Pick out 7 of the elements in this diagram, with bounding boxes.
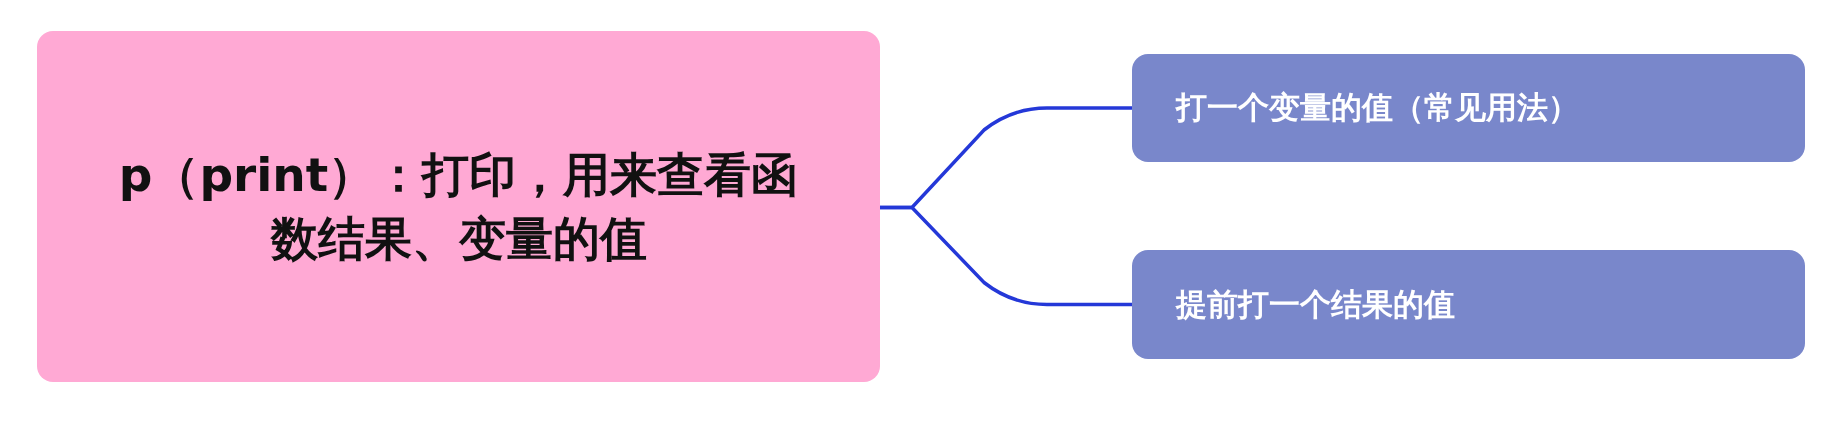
node-text: p（print）：打印，用来查看函数结果、变量的值 [117,146,800,268]
connector-line [880,205,1132,307]
node-text: 打一个变量的值（常见用法） [1176,88,1579,127]
subtopic-box [1132,250,1805,359]
subtopic-box [1132,54,1805,162]
node-text: 提前打一个结果的值 [1176,284,1455,324]
topic-box [37,31,880,382]
